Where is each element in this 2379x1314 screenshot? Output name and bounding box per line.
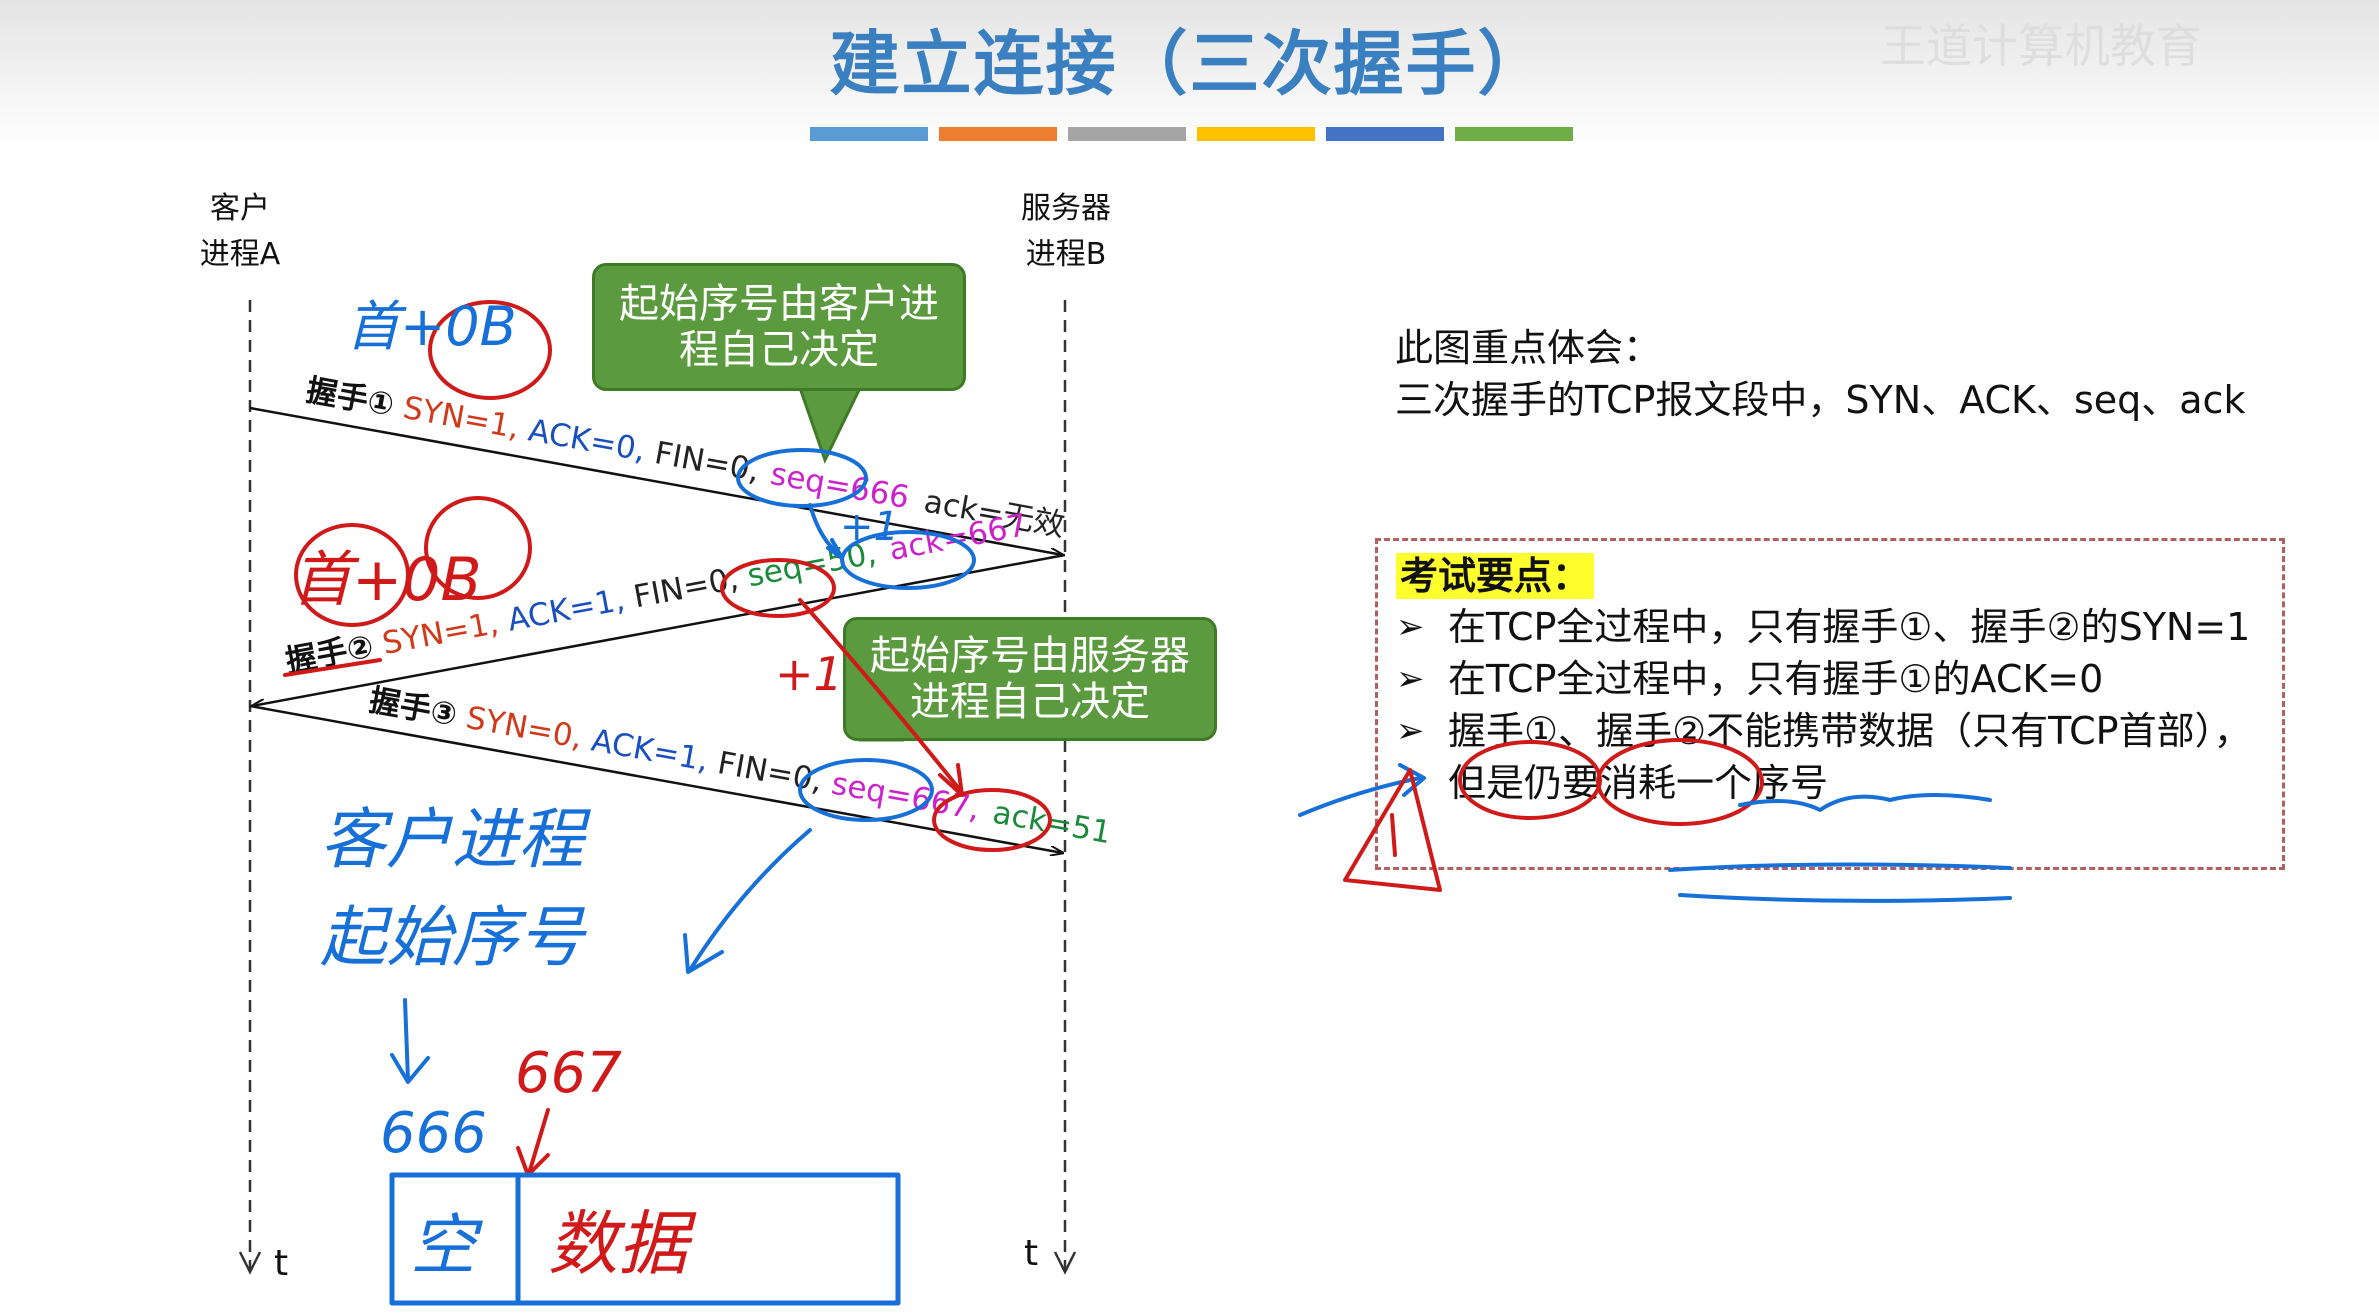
exam-points-box: 考试要点： ➢ 在TCP全过程中，只有握手①、握手②的SYN=1 ➢ 在TCP全…	[1375, 538, 2285, 870]
exam-points-list: ➢ 在TCP全过程中，只有握手①、握手②的SYN=1 ➢ 在TCP全过程中，只有…	[1392, 601, 2272, 809]
exam-point: ➢ 握手①、握手②不能携带数据（只有TCP首部），但是仍要消耗一个序号	[1392, 705, 2272, 809]
accent-bar	[1455, 127, 1573, 141]
server-time-arrow	[1053, 1251, 1077, 1275]
exam-point-text: 在TCP全过程中，只有握手①的ACK=0	[1448, 657, 2104, 701]
handshake-1-seq: seq=666	[768, 456, 912, 516]
exam-point-text: 握手①、握手②不能携带数据（只有TCP首部），但是仍要消耗一个序号	[1448, 709, 2252, 805]
server-label-line2: 进程B	[1025, 237, 1107, 272]
accent-bar	[1326, 127, 1444, 141]
callout-client-isn: 起始序号由客户进程自己决定	[592, 263, 966, 391]
slide-title: 建立连接（三次握手）	[829, 23, 1550, 105]
exam-underline-b	[1678, 893, 2012, 903]
server-time-label: t	[1024, 1233, 1038, 1274]
focus-note: 此图重点体会： 三次握手的TCP报文段中，SYN、ACK、seq、ack	[1395, 322, 2245, 426]
title-band	[0, 0, 2379, 150]
client-time-arrow	[238, 1251, 262, 1275]
handshake-2-fin: FIN=0,	[631, 561, 742, 616]
server-label: 服务器 进程B	[996, 186, 1136, 278]
bullet-arrow-icon: ➢	[1396, 659, 1425, 699]
handshake-2-label: 握手②	[283, 628, 376, 679]
handshake-1-label: 握手①	[304, 372, 397, 423]
accent-bar	[939, 127, 1057, 141]
callout-1-pointer	[797, 386, 863, 464]
accent-bar	[810, 127, 928, 141]
handshake-3-arrow	[249, 704, 1063, 853]
handshake-2-syn: SYN=1,	[380, 605, 502, 662]
server-label-line1: 服务器	[1021, 191, 1111, 226]
callout-client-isn-text: 起始序号由客户进程自己决定	[619, 281, 939, 373]
client-time-label: t	[274, 1243, 288, 1284]
client-label: 客户 进程A	[170, 186, 310, 278]
handshake-3-label: 握手③	[367, 682, 460, 733]
handshake-1-fin: FIN=0,	[652, 435, 762, 489]
exam-point: ➢ 在TCP全过程中，只有握手①的ACK=0	[1392, 653, 2272, 705]
client-label-line1: 客户	[210, 191, 270, 226]
bullet-arrow-icon: ➢	[1396, 711, 1425, 751]
accent-bar	[1197, 127, 1315, 141]
exam-point: ➢ 在TCP全过程中，只有握手①、握手②的SYN=1	[1392, 601, 2272, 653]
handshake-2-seq: seq=50,	[745, 535, 880, 594]
exam-points-title: 考试要点：	[1396, 553, 1595, 599]
bullet-arrow-icon: ➢	[1396, 607, 1425, 647]
callout-server-isn: 起始序号由服务器进程自己决定	[843, 617, 1217, 741]
handshake-2-ack-flag: ACK=1,	[505, 582, 628, 639]
client-label-line2: 进程A	[199, 237, 281, 272]
accent-bar	[1068, 127, 1186, 141]
focus-note-line1: 此图重点体会：	[1395, 326, 1662, 370]
callout-server-isn-text: 起始序号由服务器进程自己决定	[870, 633, 1190, 725]
handshake-3-seq: seq=667,	[829, 766, 983, 828]
watermark-logo: 王道计算机教育	[1880, 19, 2202, 73]
focus-note-line2: 三次握手的TCP报文段中，SYN、ACK、seq、ack	[1395, 378, 2246, 422]
exam-point-text: 在TCP全过程中，只有握手①、握手②的SYN=1	[1448, 605, 2251, 649]
handshake-3-fin: FIN=0,	[715, 745, 825, 799]
